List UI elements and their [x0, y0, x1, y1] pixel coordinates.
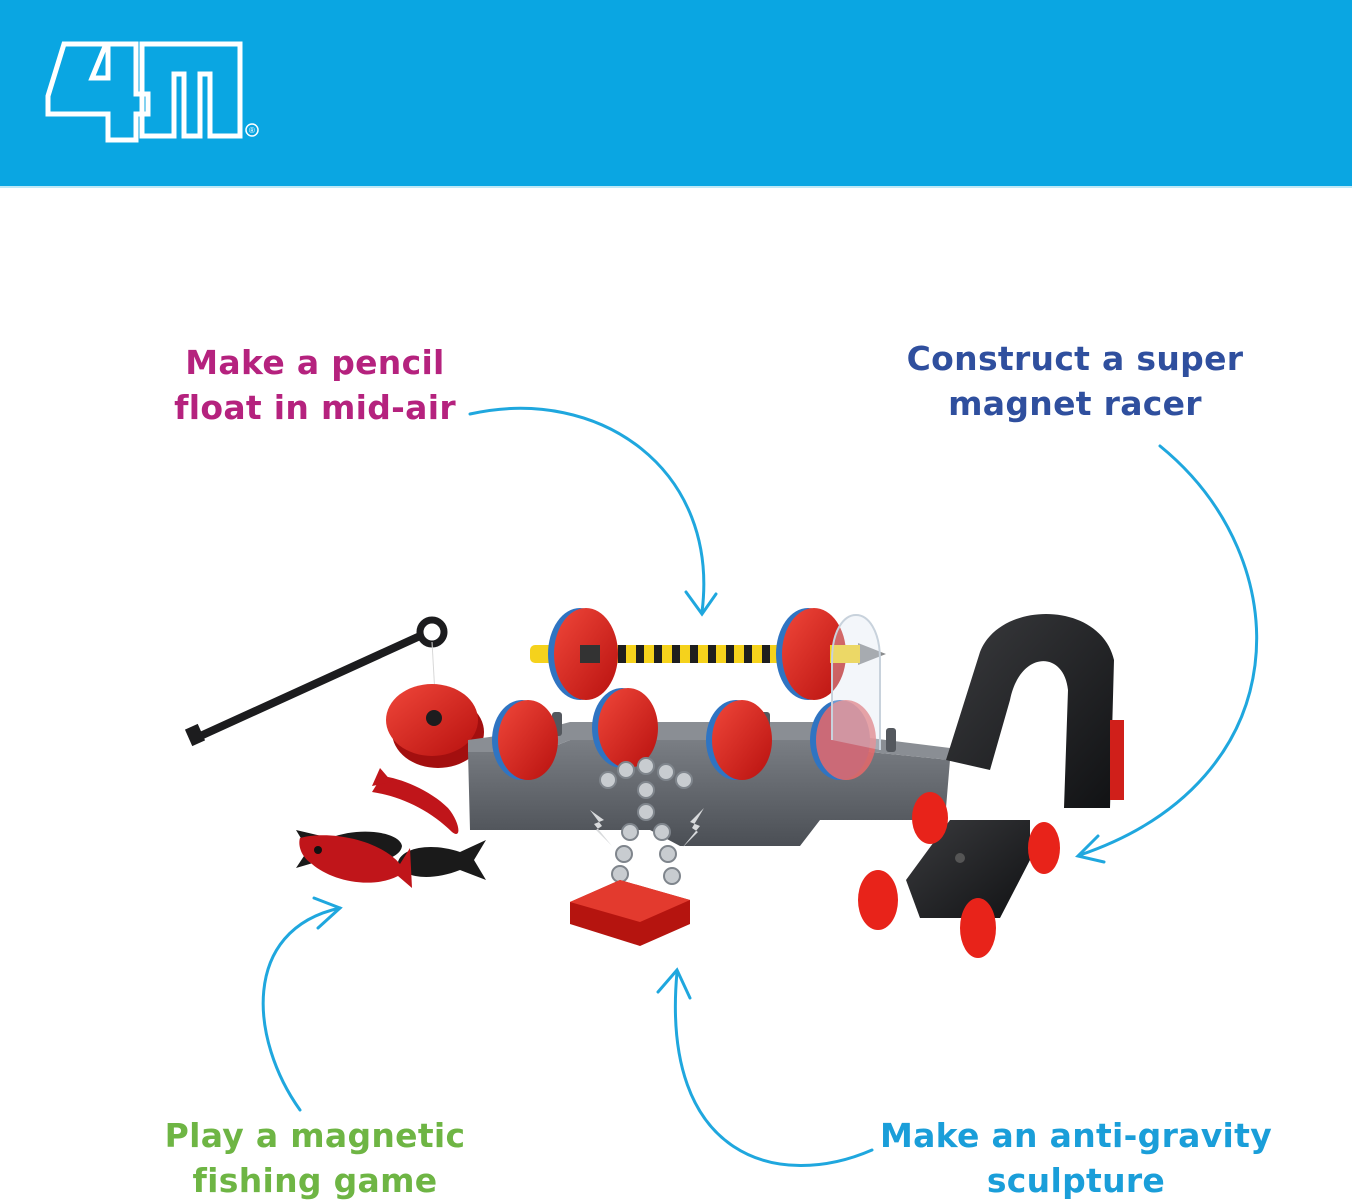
product-illustration [184, 406, 1259, 1167]
horseshoe-magnet [946, 613, 1124, 808]
arrow-sculpture [656, 967, 874, 1167]
fish-pieces [296, 768, 486, 888]
caption-magnet-racer: Construct a super magnet racer [890, 336, 1260, 426]
fishing-rod [184, 616, 448, 747]
caption-line: magnet racer [948, 384, 1202, 423]
caption-pencil-float: Make a pencil float in mid-air [150, 340, 480, 430]
arrow-pencil [468, 406, 718, 617]
caption-line: float in mid-air [174, 388, 456, 427]
brand-header: ® [0, 0, 1352, 188]
caption-line: fishing game [192, 1161, 438, 1200]
caption-anti-gravity: Make an anti-gravity sculpture [866, 1113, 1286, 1203]
floating-pencil [530, 608, 886, 750]
caption-line: sculpture [986, 1161, 1166, 1200]
nut-sculpture [590, 757, 704, 885]
caption-line: Make a pencil [185, 343, 445, 382]
svg-text:®: ® [249, 126, 255, 135]
arrow-racer [1075, 444, 1259, 864]
arrow-fishing [261, 896, 343, 1112]
block-magnet [570, 880, 690, 946]
ring-magnet-hanging [386, 684, 484, 768]
caption-line: Play a magnetic [164, 1116, 466, 1155]
caption-fishing-game: Play a magnetic fishing game [150, 1113, 480, 1203]
caption-line: Construct a super [906, 339, 1244, 378]
magnet-racer-car [858, 792, 1060, 958]
ring-magnets [492, 688, 876, 780]
caption-line: Make an anti-gravity [879, 1116, 1273, 1155]
4m-logo: ® [45, 41, 259, 143]
